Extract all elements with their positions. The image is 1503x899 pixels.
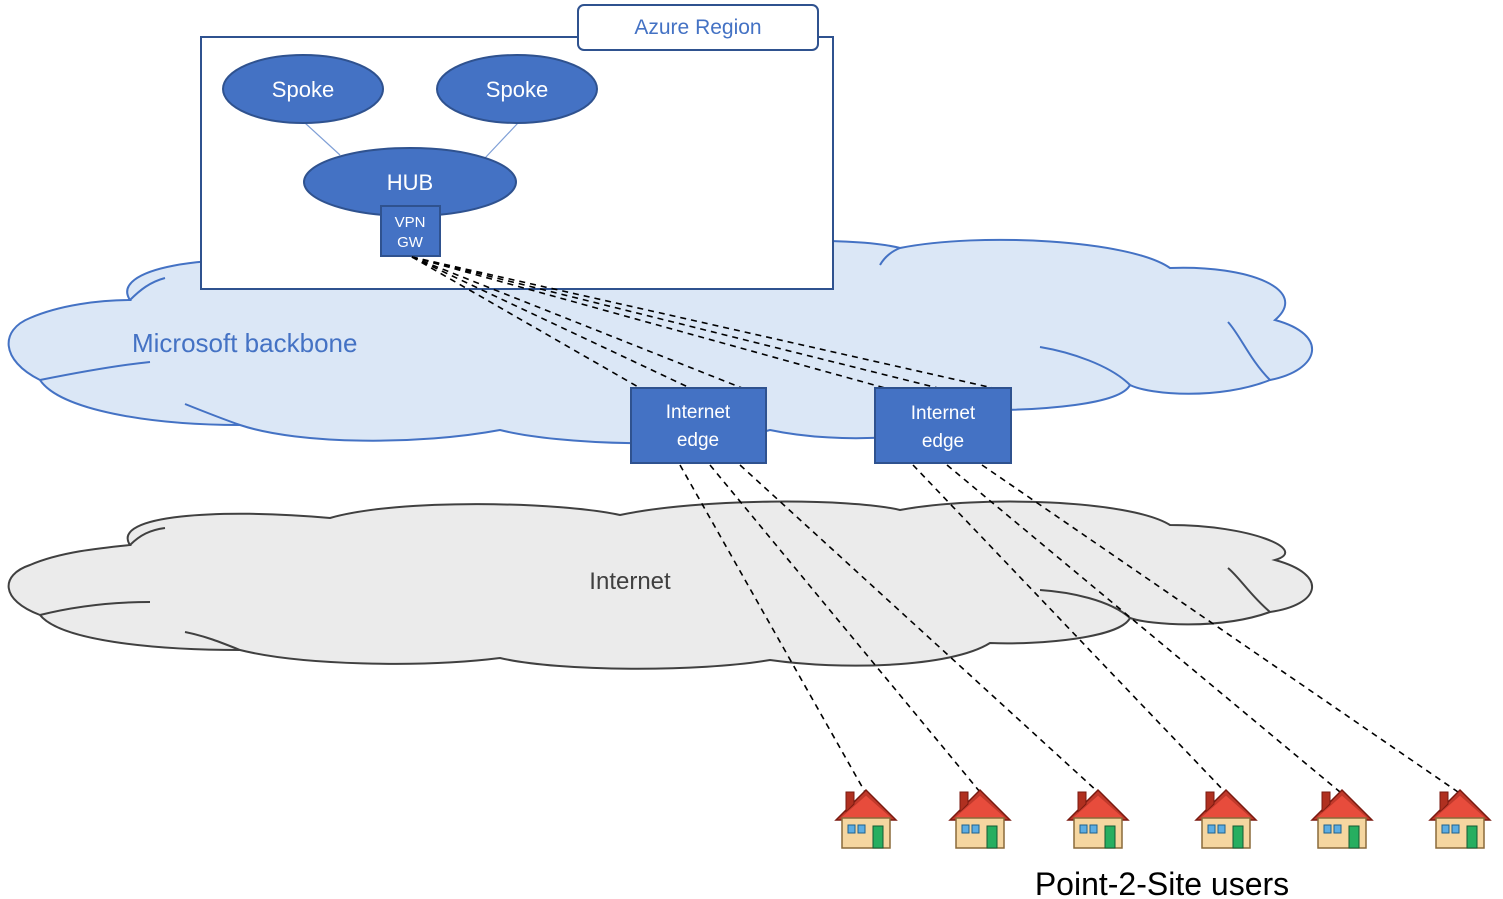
tunnel-gw-edge2-a: [411, 256, 886, 389]
house-icon: [949, 789, 1011, 849]
tunnel-edge1-user1: [679, 464, 866, 793]
house-icon: [1067, 789, 1129, 849]
internet-edge-1-line1: Internet: [666, 402, 731, 423]
internet-edge-2-line1: Internet: [911, 403, 976, 424]
house-icon: [1195, 789, 1257, 849]
spoke-link-left: [304, 122, 341, 156]
backbone-label: Microsoft backbone: [132, 328, 357, 358]
spoke-link-right: [484, 122, 519, 159]
spoke-left-label: Spoke: [272, 77, 334, 102]
spoke-right: [436, 54, 598, 124]
house-icon: [835, 789, 897, 849]
internet-cloud: [7, 500, 1313, 670]
tunnel-edge2-user4: [912, 464, 1226, 793]
tunnel-edge1-user3: [739, 464, 1099, 793]
tunnel-gw-edge1-b: [411, 256, 691, 389]
azure-region-label: Azure Region: [634, 16, 761, 39]
gateway-tunnels: [411, 256, 994, 389]
internet-edge-1: [630, 387, 767, 464]
azure-region-tab: [577, 4, 819, 51]
house-icon: [1429, 789, 1491, 849]
tunnel-edge2-user5: [946, 464, 1341, 793]
vpn-gateway: [380, 205, 441, 257]
tunnel-gw-edge1-c: [411, 256, 743, 389]
internet-edge-2: [874, 387, 1012, 464]
vpn-gateway-line1: VPN: [395, 214, 426, 231]
tunnel-gw-edge2-b: [411, 256, 939, 389]
hub-label: HUB: [387, 170, 433, 195]
tunnel-gw-edge2-c: [411, 256, 994, 389]
users-group: [835, 789, 1491, 849]
users-label: Point-2-Site users: [1035, 866, 1289, 899]
spoke-right-label: Spoke: [486, 77, 548, 102]
user-tunnels: [679, 464, 1459, 793]
tunnel-edge1-user2: [709, 464, 981, 793]
vpn-gateway-line2: GW: [397, 234, 424, 251]
internet-edge-1-line2: edge: [677, 430, 719, 451]
internet-edge-2-line2: edge: [922, 431, 964, 452]
internet-label: Internet: [589, 568, 671, 595]
spoke-left: [222, 54, 384, 124]
house-icon: [1311, 789, 1373, 849]
tunnel-edge2-user6: [981, 464, 1459, 793]
